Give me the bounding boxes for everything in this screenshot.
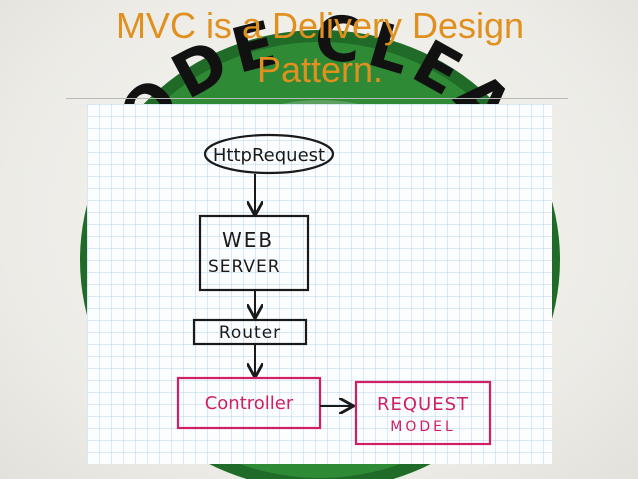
request-model-node: REQUEST MODEL (354, 380, 492, 446)
mvc-flow-diagram: HttpRequest WEB SERVER Router Controller… (87, 104, 552, 464)
controller-node: Controller (176, 376, 322, 430)
router-label: Router (219, 323, 281, 343)
web-server-label-line2: SERVER (208, 257, 281, 277)
request-model-label-line1: REQUEST (377, 394, 469, 415)
slide-title: MVC is a Delivery Design Pattern. (115, 5, 525, 90)
title-divider (66, 98, 568, 99)
web-server-label-line1: WEB (222, 228, 274, 252)
controller-label: Controller (205, 393, 294, 414)
http-request-node: HttpRequest (203, 133, 335, 175)
request-model-label-line2: MODEL (390, 419, 456, 435)
router-node: Router (192, 318, 308, 346)
web-server-node: WEB SERVER (198, 214, 310, 292)
http-request-label: HttpRequest (213, 145, 325, 166)
